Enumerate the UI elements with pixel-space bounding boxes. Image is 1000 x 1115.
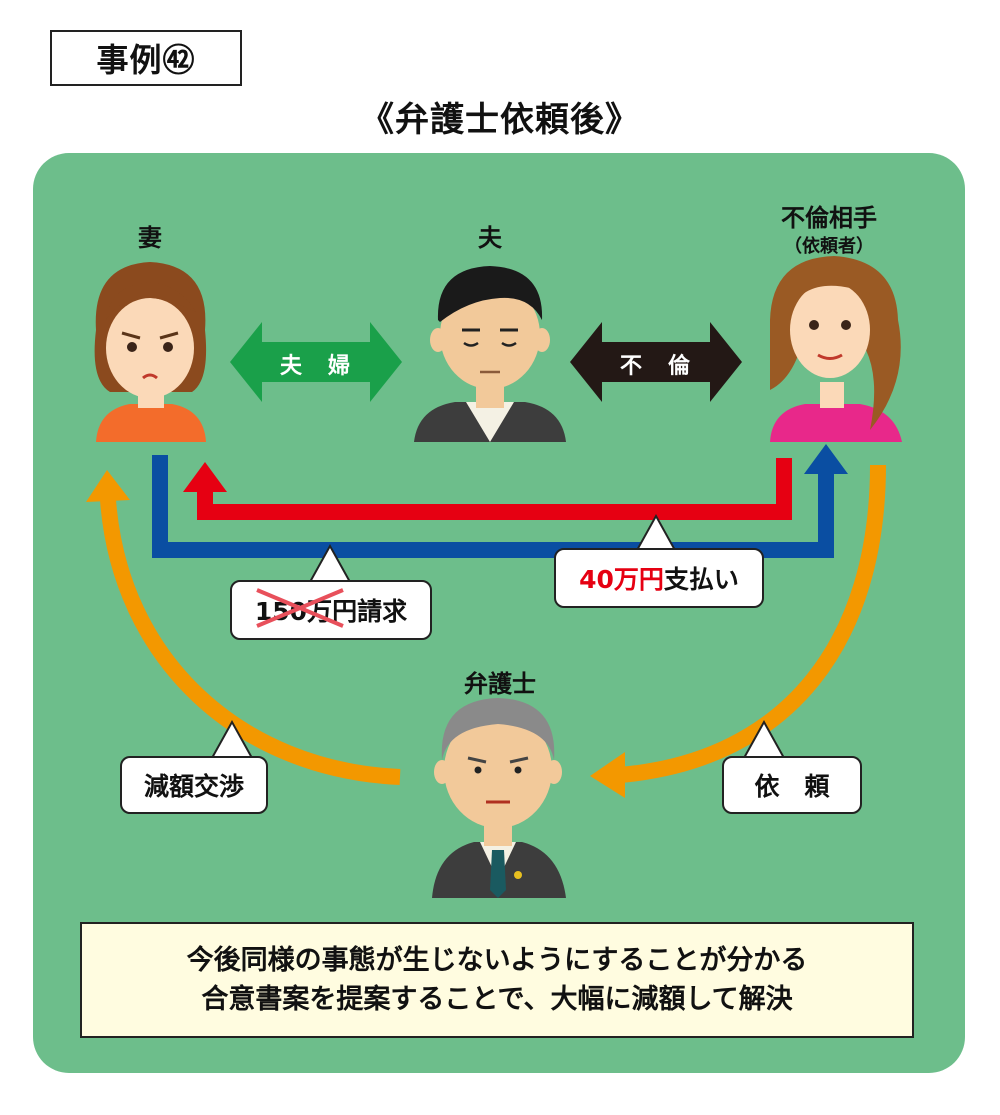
conclusion-box: 今後同様の事態が生じないようにすることが分かる 合意書案を提案することで、大幅に… (80, 922, 914, 1038)
claim-arrow (152, 455, 834, 558)
claim-struck-amount-wrap: 150万 (255, 588, 344, 628)
payment-arrow-head (183, 462, 227, 492)
payment-amount: 40万円 (579, 565, 664, 594)
claim-callout: 150万 円請求 (230, 580, 432, 640)
conclusion-line-2: 合意書案を提案することで、大幅に減額して解決 (201, 984, 793, 1015)
case-number: 事例㊷ (96, 41, 196, 79)
partner-sublabel: （依頼者） (784, 236, 874, 257)
payment-callout: 40万円支払い (554, 548, 764, 608)
couple-arrow (230, 322, 402, 402)
conclusion-line-1: 今後同様の事態が生じないようにすることが分かる (186, 944, 808, 976)
wife-label: 妻 (138, 224, 162, 252)
negotiation-callout: 減額交渉 (120, 756, 268, 814)
couple-label: 夫 婦 (279, 354, 352, 379)
request-text: 依 頼 (754, 772, 830, 801)
payment-arrow (197, 458, 792, 520)
strike-x-icon (256, 588, 344, 628)
request-arrow (619, 464, 886, 783)
partner-label: 不倫相手 (781, 204, 877, 232)
negotiation-arrow-head (86, 470, 130, 502)
affair-label: 不 倫 (619, 354, 692, 379)
request-callout: 依 頼 (722, 756, 862, 814)
payment-callout-tail (634, 513, 678, 553)
husband-label: 夫 (478, 224, 502, 252)
lawyer-figure (432, 698, 566, 898)
case-number-box: 事例㊷ (50, 30, 242, 86)
husband-figure (414, 266, 566, 442)
negotiation-text: 減額交渉 (143, 772, 244, 801)
lawyer-label: 弁護士 (464, 670, 536, 698)
negotiation-arrow (100, 499, 401, 785)
request-arrow-head (590, 752, 625, 798)
claim-text: 円請求 (332, 597, 408, 626)
affair-arrow (570, 322, 742, 402)
diagram-title: 《弁護士依頼後》 (360, 100, 640, 140)
wife-figure (94, 262, 207, 442)
claim-arrow-head (804, 444, 848, 474)
payment-text: 支払い (663, 565, 739, 594)
partner-figure (770, 256, 902, 442)
